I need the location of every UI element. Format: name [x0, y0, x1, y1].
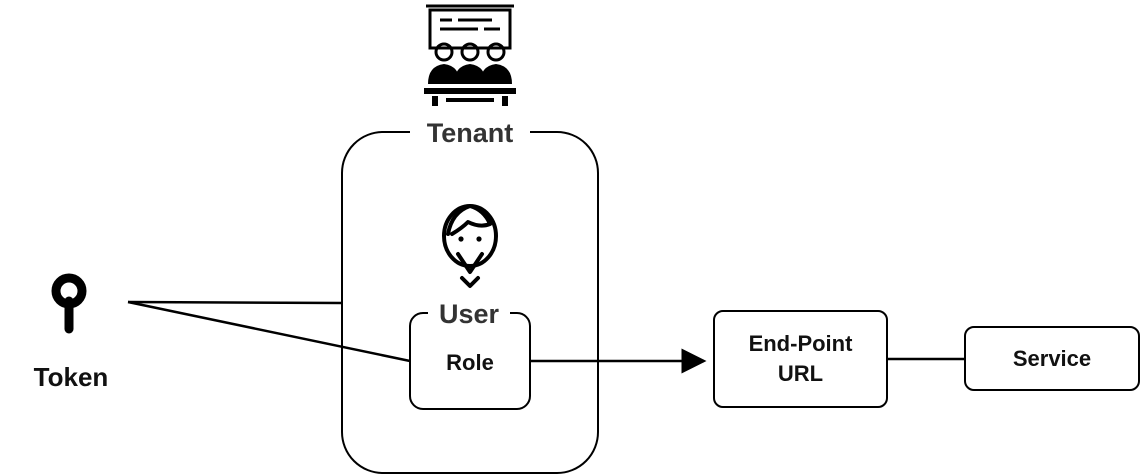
key-icon	[51, 273, 87, 334]
endpoint-label-line2: URL	[777, 361, 824, 386]
tenant-label: Tenant	[410, 116, 530, 150]
token-to-role-line	[127, 300, 411, 363]
endpoint-box: End-Point URL	[713, 310, 888, 408]
role-box: Role	[409, 312, 531, 410]
person-icon	[442, 204, 498, 288]
people-group-icon	[424, 4, 516, 106]
service-box: Service	[964, 326, 1140, 391]
token-to-tenant-line	[127, 300, 343, 305]
role-label: Role	[446, 350, 494, 375]
user-label: User	[428, 297, 510, 331]
endpoint-label-line1: End-Point	[748, 331, 853, 356]
token-label: Token	[33, 362, 109, 392]
service-label: Service	[1012, 345, 1092, 371]
